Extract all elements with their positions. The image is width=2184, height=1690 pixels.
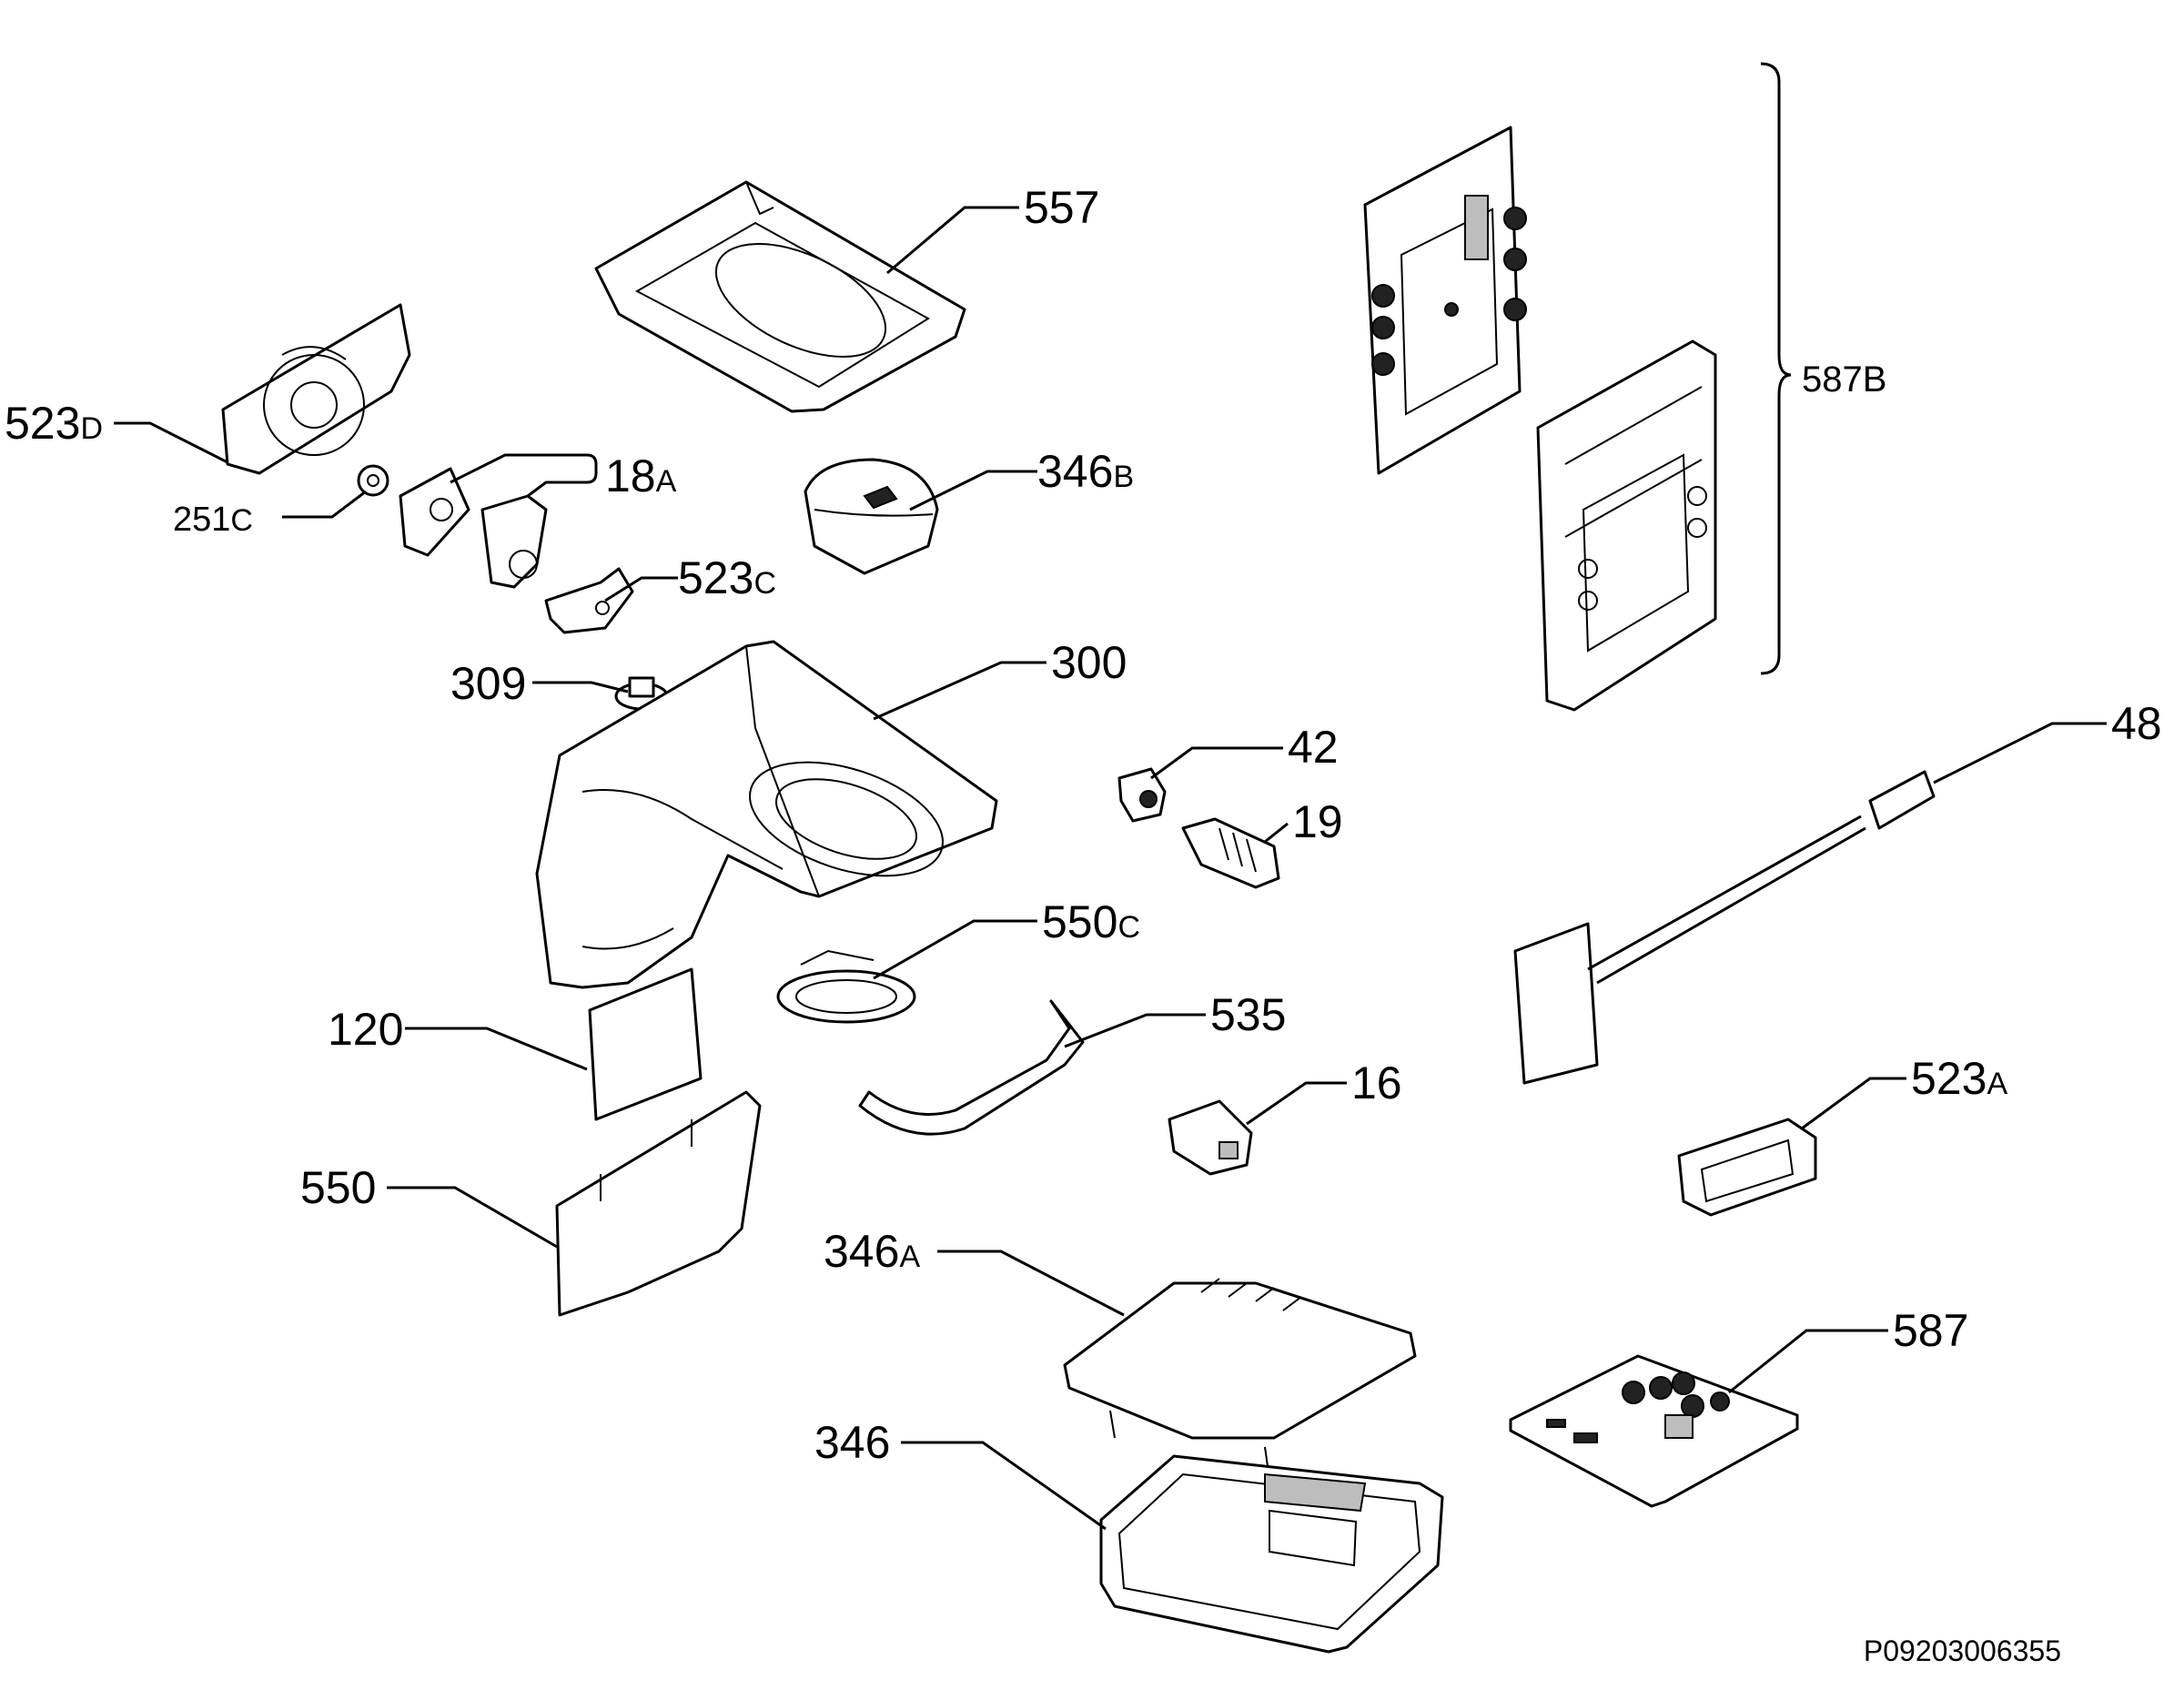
leader-557 — [886, 206, 1019, 275]
part-18a-fan-motor — [399, 467, 548, 589]
part-550c-ring — [776, 949, 916, 1024]
leader-120 — [405, 1027, 588, 1071]
part-42-lamp-socket — [1117, 767, 1167, 823]
part-19-bulb — [1181, 817, 1280, 889]
label-48: 48 — [2111, 698, 2162, 749]
part-346b-dome-cover — [804, 458, 939, 575]
leader-535 — [1064, 1013, 1206, 1048]
leader-523d — [114, 421, 228, 464]
label-309: 309 — [450, 658, 526, 709]
part-251c-gear — [357, 464, 389, 497]
label-42: 42 — [1288, 722, 1339, 773]
label-550: 550 — [300, 1162, 376, 1213]
part-120-filter-pad — [588, 967, 703, 1121]
label-346b: 346B — [1037, 446, 1134, 497]
part-346a-box-lid — [1063, 1278, 1417, 1480]
label-19: 19 — [1292, 796, 1343, 847]
leader-346 — [901, 1441, 1107, 1531]
leader-48 — [1933, 722, 2107, 784]
part-587b-control-module — [1363, 126, 1717, 712]
label-587: 587 — [1893, 1305, 1968, 1356]
part-587-circuit-board — [1509, 1354, 1799, 1508]
leader-523c — [604, 576, 678, 602]
part-523c-clip — [544, 567, 634, 634]
leader-19 — [1264, 822, 1289, 844]
label-120: 120 — [328, 1004, 403, 1055]
part-346-box-base — [1099, 1454, 1444, 1654]
label-300: 300 — [1051, 637, 1127, 688]
leader-18a-bracket — [450, 453, 598, 498]
label-535: 535 — [1210, 989, 1286, 1040]
label-550c: 550C — [1042, 896, 1140, 947]
label-251c: 251C — [173, 501, 253, 539]
part-300-main-housing — [535, 640, 998, 989]
brace-587b — [1760, 62, 1792, 675]
leader-42 — [1150, 746, 1283, 780]
label-16: 16 — [1351, 1058, 1402, 1108]
label-346a: 346A — [824, 1226, 920, 1277]
label-18a: 18A — [605, 450, 677, 501]
label-523c: 523C — [678, 552, 776, 603]
drawing-code: P09203006355 — [1864, 1634, 2061, 1667]
part-535-seal-strip — [858, 999, 1085, 1136]
leader-523a — [1801, 1077, 1906, 1130]
leader-550c — [873, 919, 1037, 980]
label-587b: 587B — [1802, 359, 1886, 400]
label-523d: 523D — [5, 398, 103, 449]
leader-346a — [937, 1250, 1125, 1317]
part-523d-fan-shroud — [221, 303, 411, 475]
label-346: 346 — [814, 1417, 890, 1468]
leader-16 — [1246, 1081, 1347, 1126]
leader-300 — [873, 661, 1046, 721]
label-557: 557 — [1024, 182, 1099, 233]
part-550-front-cover — [555, 1090, 762, 1317]
part-557-housing-tray — [594, 180, 966, 413]
part-48-sensor-cable — [1513, 770, 1936, 1085]
leader-346b — [909, 470, 1037, 511]
part-523a-handle-plate — [1677, 1118, 1817, 1217]
leader-587 — [1728, 1329, 1888, 1394]
part-16-switch — [1168, 1099, 1253, 1176]
label-523a: 523A — [1911, 1053, 2007, 1104]
leader-251c — [282, 490, 367, 519]
leader-309 — [532, 681, 629, 693]
leader-550 — [387, 1186, 558, 1249]
